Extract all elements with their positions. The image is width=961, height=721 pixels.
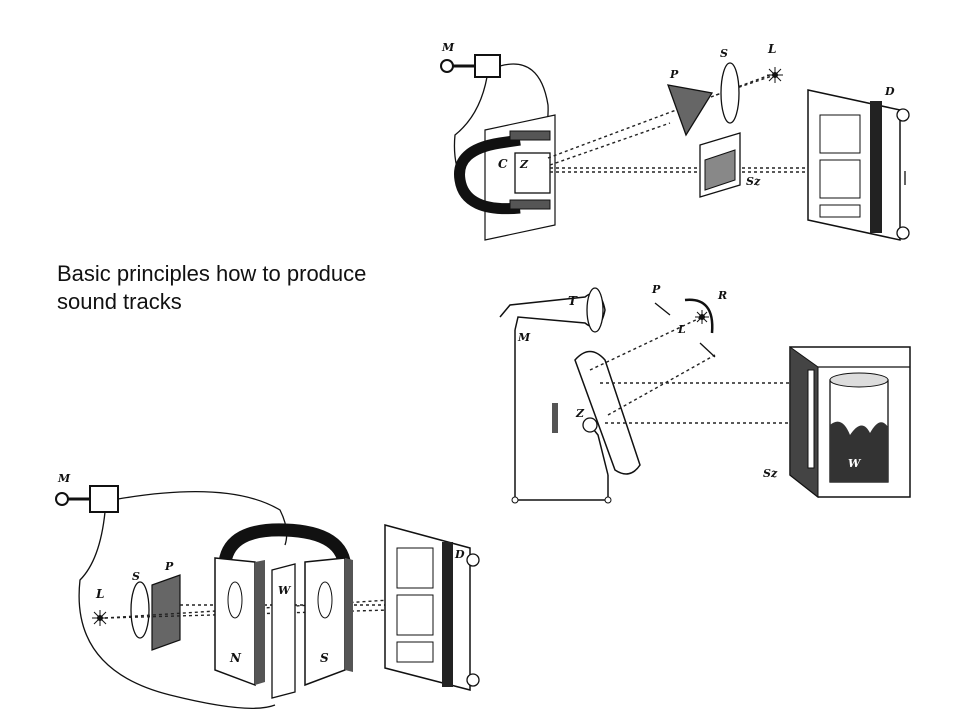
light-source-icon [92, 610, 108, 626]
bottom-label-north: N [229, 651, 242, 665]
magnet-icon [214, 523, 353, 687]
top-label-light: L [767, 42, 776, 56]
middle-label-mirror: Z [575, 407, 585, 420]
top-label-slit: Sz [746, 175, 761, 188]
microphone-icon [440, 54, 501, 78]
middle-label-slit: Sz [763, 467, 778, 480]
middle-label-horn: T [568, 294, 578, 308]
top-label-coil: C [498, 157, 508, 171]
bottom-label-wire: W [278, 584, 292, 597]
caption-line-2: sound tracks [57, 289, 182, 314]
middle-label-reflector: R [717, 289, 727, 302]
top-label-mic: M [441, 41, 455, 54]
top-label-prism: P [669, 68, 679, 81]
middle-diagram: T M Z P R L W Sz [499, 283, 911, 504]
film-strip-icon [807, 89, 910, 241]
magnet-icon [454, 130, 551, 215]
film-strip-icon [384, 524, 480, 691]
top-label-mirror: Z [519, 158, 529, 171]
caption: Basic principles how to produce sound tr… [57, 260, 366, 316]
bottom-diagram: M L S P N S W D [55, 472, 480, 709]
bottom-label-south: S [320, 651, 329, 665]
microphone-icon [55, 485, 119, 513]
middle-label-mic: M [517, 331, 531, 344]
drum-icon [789, 346, 911, 499]
top-label-film: D [884, 85, 895, 98]
middle-label-light: L [677, 323, 686, 336]
top-diagram: M C Z P S L Sz D [440, 41, 910, 241]
prism-icon [667, 84, 714, 137]
horn-icon [499, 287, 606, 333]
middle-label-drum: W [848, 457, 862, 470]
middle-label-diaphragm: P [651, 283, 661, 296]
bottom-label-lens: S [132, 570, 140, 583]
caption-line-1: Basic principles how to produce [57, 261, 367, 286]
bottom-label-film: D [454, 548, 465, 561]
prism-icon [151, 574, 181, 651]
light-source-icon [767, 67, 783, 83]
bottom-label-mic: M [57, 472, 71, 485]
top-label-lens: S [720, 47, 728, 60]
lens-icon [130, 581, 150, 639]
bottom-label-prism: P [164, 560, 174, 573]
light-source-icon [695, 310, 709, 324]
lens-icon [720, 62, 740, 124]
bottom-label-light: L [95, 587, 104, 601]
